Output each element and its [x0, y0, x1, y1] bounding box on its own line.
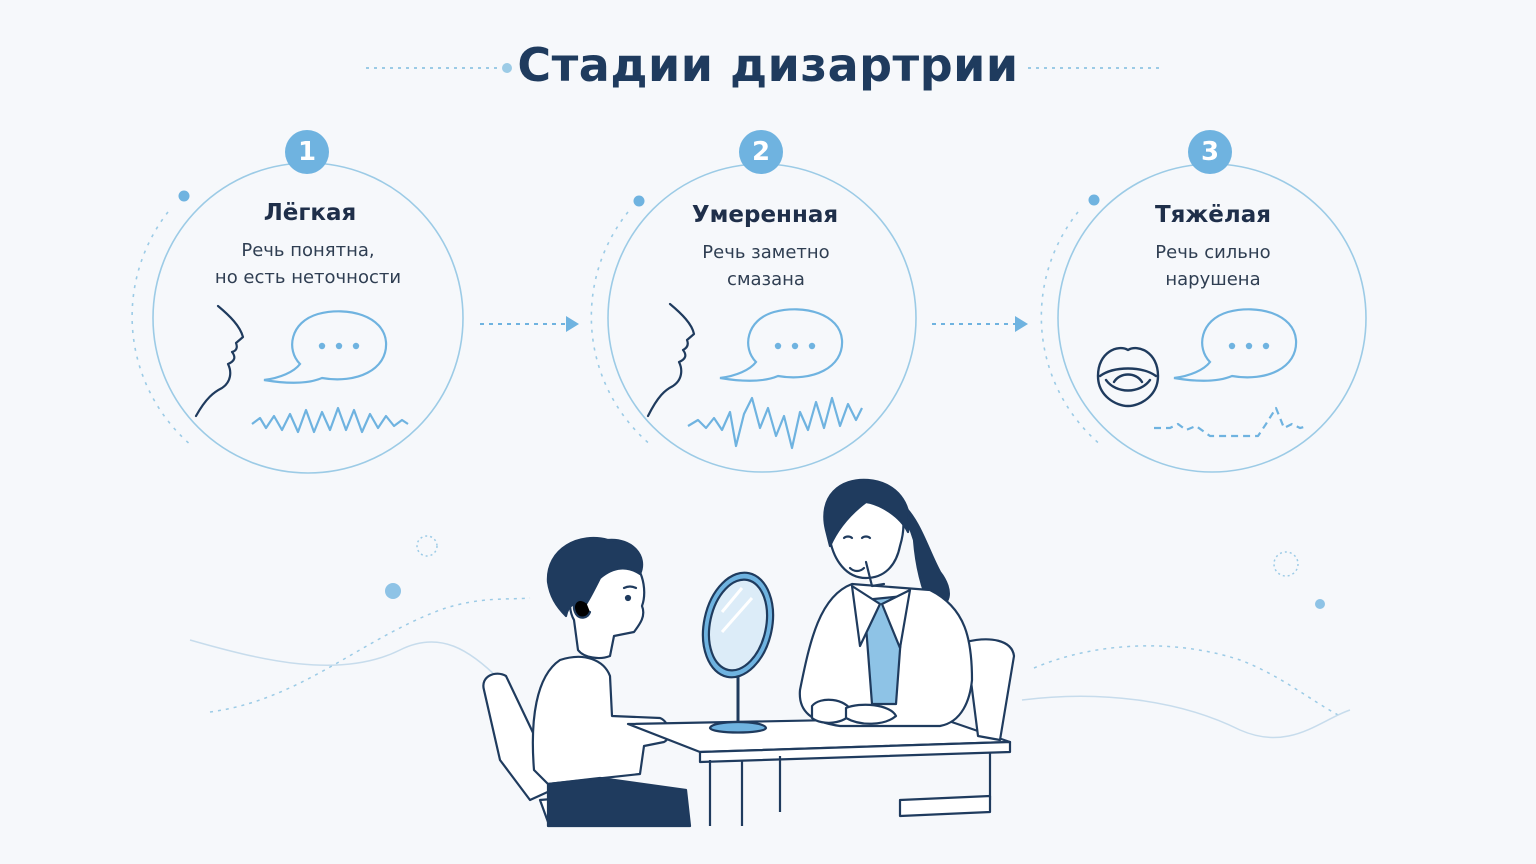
speech-bubble-icon	[263, 310, 388, 384]
stage-description-line: Речь понятна,	[241, 240, 375, 261]
title-decoration	[366, 63, 1162, 73]
child-figure	[531, 536, 692, 828]
stage-description-line: смазана	[727, 269, 805, 290]
therapist-figure	[798, 478, 974, 728]
mirror-icon	[701, 571, 775, 734]
stage-1-card	[131, 130, 464, 474]
arrow-right-icon	[932, 316, 1028, 332]
stage-3-number-badge	[1188, 130, 1232, 174]
stage-name: Умеренная	[691, 202, 839, 228]
stage-number: 1	[297, 137, 317, 167]
mild-wave	[251, 406, 409, 434]
stage-name: Лёгкая	[263, 200, 357, 226]
stage-description-line: Речь заметно	[702, 242, 830, 263]
face-profile-icon	[646, 302, 696, 418]
stage-description: Речь заметно смазана	[616, 239, 916, 293]
stage-number: 2	[751, 137, 771, 167]
stage-3-card	[1040, 130, 1367, 473]
stage-2-number-badge	[739, 130, 783, 174]
stage-2-card	[590, 130, 917, 473]
chair	[898, 638, 1016, 818]
background-decoration	[189, 535, 1351, 739]
broken-wave	[1154, 406, 1309, 438]
stage-1-number-badge	[285, 130, 329, 174]
stage-number: 3	[1200, 137, 1220, 167]
stage-name: Тяжёлая	[1154, 202, 1272, 228]
irregular-wave	[687, 396, 863, 450]
stage-description: Речь понятна, но есть неточности	[158, 237, 458, 291]
stage-description: Речь сильно нарушена	[1063, 239, 1363, 293]
mouth-icon	[1096, 346, 1160, 408]
face-profile-icon	[194, 304, 245, 418]
stage-description-line: нарушена	[1165, 269, 1261, 290]
arrow-right-icon	[480, 316, 579, 332]
stage-description-line: Речь сильно	[1155, 242, 1271, 263]
stage-description-line: но есть неточности	[214, 267, 402, 288]
speech-bubble-icon	[1173, 308, 1298, 382]
page-title: Стадии дизартрии	[517, 38, 1019, 92]
speech-bubble-icon	[719, 308, 844, 382]
